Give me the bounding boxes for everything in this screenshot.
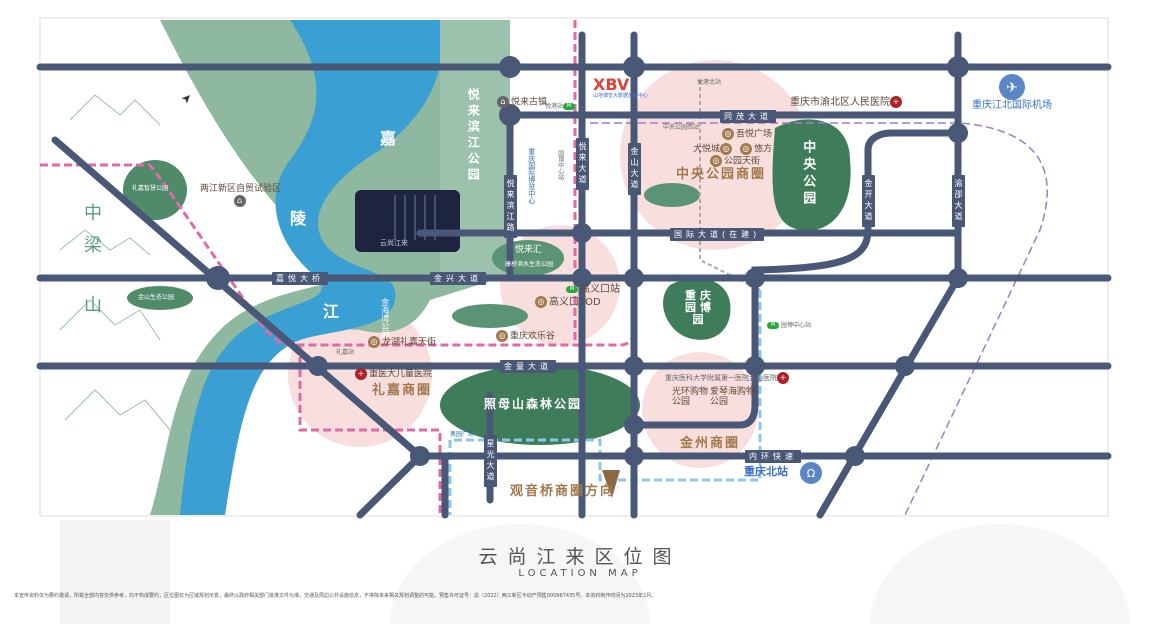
road-label-yuelai-ave: 悦来大道 (576, 138, 589, 190)
mall-icon: ◎ (496, 330, 508, 342)
jialing-river (180, 20, 442, 515)
park-jinhai-bay: 金海湾公园 (380, 298, 390, 338)
poi-yugang-north: 悦港北站 (697, 79, 722, 86)
biz-lijia: 礼嘉商圈 (372, 383, 433, 398)
hospital-icon: + (890, 96, 902, 108)
road-label-xingguang: 星光大道 (484, 435, 497, 487)
metro-icon: M (566, 285, 578, 293)
plane-glyph: ✈ (1006, 80, 1018, 96)
mountain-label-1: 中 (84, 203, 102, 224)
hospital-icon: + (777, 372, 789, 384)
poi-expo-stn: 国博中心站 (556, 150, 564, 180)
poi-lijia-stn: 礼嘉站 (336, 349, 355, 356)
poi-hospital-child: +重医大儿童医院 (355, 368, 432, 380)
road-label-neihuan: 内环快速 (745, 450, 801, 463)
mountain-label-2: 梁 (84, 235, 102, 256)
zone-icon: ⌂ (233, 194, 246, 207)
metro-line-pink-2 (298, 345, 442, 515)
poi-expo: 重庆国际博览中心 (527, 148, 536, 204)
mall-icon: ◎ (722, 128, 734, 140)
poi-dayuecheng: 大悦城◎ (693, 143, 734, 155)
svg-text:Ω: Ω (807, 467, 815, 480)
poi-hospital-jinshan: 重庆医科大学附属第一医院金山医院+ (665, 372, 791, 384)
central-park-shape (772, 119, 851, 231)
poi-happy-valley: ◎重庆欢乐谷 (496, 330, 555, 342)
train-station-icon (800, 462, 822, 484)
poi-ftz: 两江新区自贸试验区⌂ (200, 184, 282, 207)
rail-line-purple (590, 122, 1048, 516)
small-park-3 (644, 183, 700, 207)
metro-icon: M (563, 103, 576, 110)
park-yuanbo: 重庆园博园 (685, 289, 715, 327)
poi-longhu-tianjie: ◎龙湖礼嘉天街 (368, 336, 436, 348)
biz-central-park: 中央公园商圈 (676, 167, 767, 182)
mall-icon: ◎ (740, 143, 752, 155)
road-label-jintong: 金童大道 (500, 360, 556, 373)
road-label-jinkai: 金开大道 (862, 175, 875, 227)
mall-icon: ◎ (368, 336, 380, 348)
airport-icon (999, 74, 1025, 100)
park-small-1: 礼嘉智慧公园 (132, 185, 169, 192)
road-label-yushao: 渝邵大道 (952, 175, 965, 227)
poi-youfang: ◎悠方 (740, 143, 772, 155)
park-central: 中央公园 (800, 140, 816, 208)
project-name: 云尚江来 (380, 239, 408, 247)
river-label-3: 江 (323, 302, 340, 321)
road-label-jinxing: 金兴大道 (430, 272, 486, 285)
road-label-tongmao: 同茂大道 (720, 110, 776, 123)
map-subtitle: LOCATION MAP (518, 568, 642, 579)
mountain-label-3: 山 (84, 295, 102, 316)
road-label-jiayue-bridge: 嘉悦大桥 (272, 272, 328, 285)
poi-gaoyikou-tod: ◎高义口TOD (535, 296, 601, 308)
small-park-2 (127, 286, 193, 310)
park-yuelai-hui-sub: 康桥滨水生态公园 (505, 261, 554, 268)
mall-icon: ◎ (720, 143, 733, 155)
poi-gongyuan-tianjie: ◎公园天街 (710, 155, 760, 167)
park-yuelai-hui: 悦来汇 (515, 245, 543, 255)
biz-guanyinqiao-direction: 观音桥商圈方向 (510, 484, 616, 499)
river-label-1: 嘉 (380, 129, 397, 148)
poi-shopping-left: 奥园广场 (450, 431, 475, 438)
biz-circle-jinzhou (642, 352, 758, 468)
small-park-1 (123, 160, 187, 220)
road-label-guoji: 国际大道(在建) (670, 228, 765, 241)
metro-icon: M (767, 322, 779, 329)
yuanbo-park-shape (663, 278, 731, 340)
road-label-yuelai-binjiang: 悦来滨江路 (504, 175, 517, 238)
poi-central-west-stn: 中央公园西站 (663, 124, 700, 131)
mall-icon: ◎ (710, 155, 722, 167)
poi-wuyue: ◎吾悦广场 (722, 128, 772, 140)
direction-arrow-icon (602, 470, 620, 498)
poi-yuelai-town: ⌂悦来古镇 (497, 96, 547, 108)
park-small-2: 金山生态公园 (138, 294, 175, 301)
road-junctions (206, 56, 969, 466)
river-label-2: 陵 (290, 209, 307, 228)
road-label-jinshan: 金山大道 (628, 143, 641, 195)
park-zhaomu: 照母山森林公园 (484, 397, 583, 411)
poi-yubei-hospital: 重庆市渝北区人民医院+ (790, 96, 904, 108)
poi-north-station: 重庆北站 (744, 465, 788, 478)
xbv-logo-sub: 山地博览大数据创新中心 (593, 93, 649, 99)
map-title: 云尚江来区位图 (478, 546, 682, 568)
poi-aiqinhai: 爱琴海购物公园 (710, 387, 756, 407)
river-bank (150, 20, 510, 515)
small-park-4 (452, 304, 528, 328)
town-icon: ⌂ (497, 96, 509, 108)
biz-jinzhou: 金州商圈 (680, 436, 741, 451)
disclaimer-text: 本宣传资料仅为要约邀请，所载全部内容仅供参考，均不构成要约，区位图仅为区域规划示… (14, 593, 657, 599)
mall-icon: ◎ (535, 296, 547, 308)
poi-airport: 重庆江北国际机场 (972, 100, 1052, 111)
hospital-icon: + (355, 368, 367, 380)
mountain-sketch (59, 94, 171, 431)
park-yuelai-binjiang: 悦来滨江公园 (466, 88, 481, 184)
xbv-logo: XBV (593, 75, 630, 94)
poi-guanghuan: 光环购物公园 (672, 387, 709, 407)
